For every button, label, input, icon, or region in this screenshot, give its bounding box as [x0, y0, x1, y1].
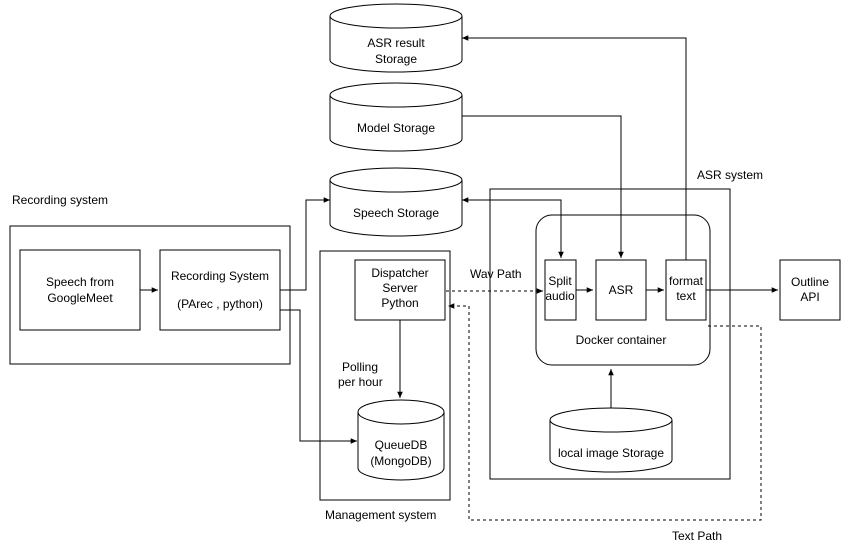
asr-system-frame	[489, 188, 731, 480]
queuedb-storage: QueueDB (MongoDB)	[357, 399, 445, 481]
recording-system-line1: Recording System	[171, 269, 269, 283]
queuedb-line1: QueueDB	[375, 438, 428, 452]
split-audio: Split audio	[544, 259, 577, 321]
recording-system-box: Recording System (PArec , python)	[159, 249, 281, 331]
speech-storage: Speech Storage	[329, 167, 463, 237]
outline-api: Outline API	[779, 259, 841, 321]
edge-text-path	[448, 303, 762, 521]
recording-system-frame	[9, 225, 291, 365]
split-audio-line1: Split	[548, 274, 572, 288]
dispatcher-server: Dispatcher Server Python	[354, 259, 446, 321]
asr-result-storage-line2: Storage	[375, 52, 417, 66]
edge-format-to-asr-result	[462, 35, 687, 260]
asr-system-label: ASR system	[697, 168, 763, 182]
speech-from-googlemeet-line1: Speech from	[46, 275, 114, 289]
management-system-frame	[319, 250, 451, 501]
local-image-storage: local image Storage	[549, 407, 673, 473]
recording-system-line2: (PArec , python)	[177, 297, 263, 311]
format-text: format text	[665, 259, 707, 321]
speech-from-googlemeet-line2: GoogleMeet	[47, 291, 113, 305]
edge-model-to-asr	[462, 115, 624, 258]
asr-process-label: ASR	[609, 283, 634, 297]
edge-speech-storage-split-audio	[462, 199, 562, 258]
local-image-storage-label: local image Storage	[558, 446, 664, 460]
dispatcher-line3: Python	[381, 296, 418, 310]
text-path-label: Text Path	[672, 529, 722, 543]
polling-label-line1: Polling	[342, 360, 378, 374]
polling-label-line2: per hour	[338, 375, 383, 389]
speech-storage-label: Speech Storage	[353, 206, 439, 220]
speech-from-googlemeet: Speech from GoogleMeet	[19, 249, 141, 331]
management-system-label: Management system	[325, 508, 436, 522]
asr-process: ASR	[595, 259, 647, 321]
model-storage: Model Storage	[329, 82, 463, 152]
split-audio-line2: audio	[545, 289, 575, 303]
recording-system-label: Recording system	[12, 193, 108, 207]
format-text-line2: text	[676, 289, 696, 303]
outline-api-line2: API	[800, 290, 819, 304]
model-storage-label: Model Storage	[357, 121, 435, 135]
outline-api-line1: Outline	[791, 275, 829, 289]
edge-recording-to-queuedb	[280, 309, 357, 444]
format-text-line1: format	[669, 274, 704, 288]
asr-result-storage: ASR result Storage	[329, 3, 463, 73]
dispatcher-line1: Dispatcher	[371, 266, 428, 280]
edge-recording-to-speech-storage	[280, 197, 330, 291]
wav-path-label: Wav Path	[470, 267, 522, 281]
asr-result-storage-line1: ASR result	[367, 36, 425, 50]
queuedb-line2: (MongoDB)	[370, 454, 431, 468]
docker-container-label: Docker container	[576, 333, 667, 347]
dispatcher-line2: Server	[382, 281, 417, 295]
